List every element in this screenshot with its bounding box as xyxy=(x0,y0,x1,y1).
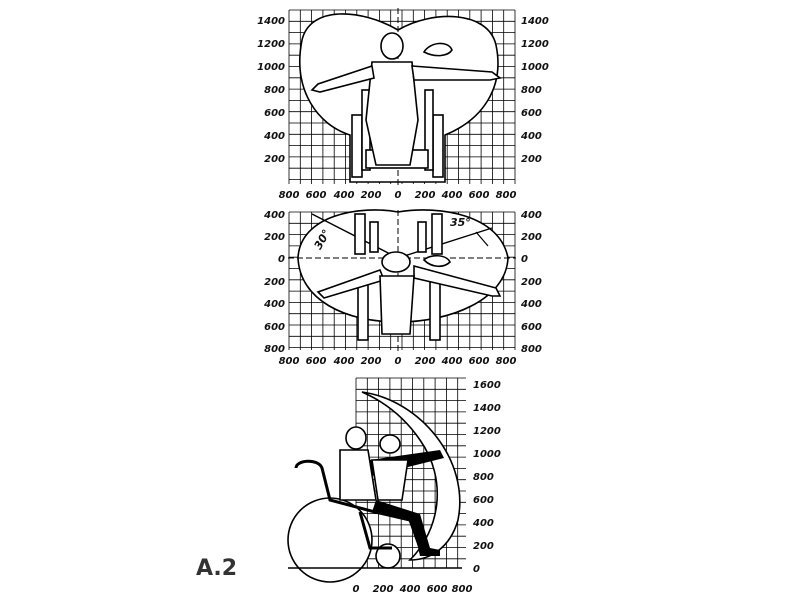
front-x-tick-2: 400 xyxy=(333,190,355,201)
front-y-tick-left-6: 200 xyxy=(264,154,285,165)
top-angle-right-label: 35° xyxy=(450,216,471,229)
front-y-tick-right-1: 1200 xyxy=(521,39,549,50)
top-x-tick-4: 0 xyxy=(395,356,402,367)
top-y-tick-right-3: 200 xyxy=(521,277,542,288)
top-x-tick-3: 200 xyxy=(361,356,382,367)
front-x-tick-5: 200 xyxy=(415,190,436,201)
top-y-tick-right-5: 600 xyxy=(521,322,542,333)
side-view-x-axis: 0 200 400 600 800 xyxy=(353,584,473,595)
top-y-tick-right-6: 800 xyxy=(521,344,542,355)
front-x-tick-1: 600 xyxy=(306,190,327,201)
top-y-tick-left-2: 0 xyxy=(278,254,285,265)
front-view-y-axis-right: 1400 1200 1000 800 600 400 200 xyxy=(520,16,549,165)
top-view-y-axis-left: 400 200 0 200 400 600 800 xyxy=(263,210,285,355)
front-y-tick-left-4: 600 xyxy=(264,108,285,119)
top-x-tick-0: 800 xyxy=(279,356,300,367)
top-view-x-axis: 800 600 400 200 0 200 400 600 800 xyxy=(279,356,517,367)
side-wheelchair-wheel xyxy=(287,497,373,583)
side-x-tick-0: 0 xyxy=(353,584,360,595)
front-y-tick-right-4: 600 xyxy=(521,108,542,119)
side-x-tick-2: 400 xyxy=(399,584,421,595)
top-person-figure xyxy=(316,251,502,335)
figure-label: A.2 xyxy=(196,556,238,581)
side-x-tick-3: 600 xyxy=(427,584,448,595)
top-y-tick-left-5: 600 xyxy=(264,322,285,333)
front-view-diagram: 1400 1200 1000 800 600 400 200 1400 1200… xyxy=(257,8,549,201)
front-x-tick-3: 200 xyxy=(361,190,382,201)
top-x-tick-6: 400 xyxy=(441,356,463,367)
top-y-tick-left-4: 400 xyxy=(263,299,285,310)
front-view-x-axis: 800 600 400 200 0 200 400 600 800 xyxy=(279,190,517,201)
front-person-figure xyxy=(310,32,502,166)
front-x-tick-0: 800 xyxy=(279,190,300,201)
top-y-tick-right-4: 400 xyxy=(520,299,542,310)
front-view-y-axis-left: 1400 1200 1000 800 600 400 200 xyxy=(257,16,285,165)
side-y-tick-3: 1000 xyxy=(473,449,501,460)
front-x-tick-8: 800 xyxy=(496,190,517,201)
side-x-tick-1: 200 xyxy=(373,584,394,595)
side-y-tick-4: 800 xyxy=(473,472,494,483)
top-x-tick-5: 200 xyxy=(415,356,436,367)
front-y-tick-left-1: 1200 xyxy=(257,39,285,50)
top-y-tick-left-1: 200 xyxy=(264,232,285,243)
top-x-tick-8: 800 xyxy=(496,356,517,367)
top-y-tick-left-3: 200 xyxy=(264,277,285,288)
side-y-tick-5: 600 xyxy=(473,495,494,506)
side-x-tick-4: 800 xyxy=(452,584,473,595)
side-y-tick-1: 1400 xyxy=(473,403,501,414)
top-y-tick-right-0: 400 xyxy=(520,210,542,221)
side-reach-arc xyxy=(361,391,461,561)
side-y-tick-2: 1200 xyxy=(473,426,501,437)
side-y-tick-7: 200 xyxy=(473,541,494,552)
top-x-tick-1: 600 xyxy=(306,356,327,367)
top-y-tick-left-0: 400 xyxy=(263,210,285,221)
front-y-tick-left-2: 1000 xyxy=(257,62,285,73)
front-x-tick-6: 400 xyxy=(441,190,463,201)
side-y-tick-8: 0 xyxy=(473,564,480,575)
top-x-tick-2: 400 xyxy=(333,356,355,367)
side-y-tick-6: 400 xyxy=(472,518,494,529)
front-y-tick-left-5: 400 xyxy=(263,131,285,142)
side-wheelchair-frame xyxy=(294,459,422,549)
side-person-figure xyxy=(339,426,444,556)
top-y-tick-right-1: 200 xyxy=(521,232,542,243)
top-y-tick-right-2: 0 xyxy=(521,254,528,265)
front-y-tick-right-6: 200 xyxy=(521,154,542,165)
side-view-diagram: 1600 1400 1200 1000 800 600 400 200 0 0 … xyxy=(287,377,501,595)
top-y-tick-left-6: 800 xyxy=(264,344,285,355)
front-y-tick-right-3: 800 xyxy=(521,85,542,96)
top-x-tick-7: 600 xyxy=(469,356,490,367)
front-y-tick-right-5: 400 xyxy=(520,131,542,142)
front-y-tick-left-3: 800 xyxy=(264,85,285,96)
top-view-diagram: 30° 35° 400 200 0 200 400 600 800 xyxy=(263,209,542,367)
side-y-tick-0: 1600 xyxy=(473,380,501,391)
front-y-tick-right-0: 1400 xyxy=(521,16,549,27)
side-view-y-axis: 1600 1400 1200 1000 800 600 400 200 0 xyxy=(472,380,501,575)
front-y-tick-right-2: 1000 xyxy=(521,62,549,73)
front-x-tick-7: 600 xyxy=(469,190,490,201)
top-view-y-axis-right: 400 200 0 200 400 600 800 xyxy=(520,210,542,355)
front-y-tick-left-0: 1400 xyxy=(257,16,285,27)
front-x-tick-4: 0 xyxy=(395,190,402,201)
